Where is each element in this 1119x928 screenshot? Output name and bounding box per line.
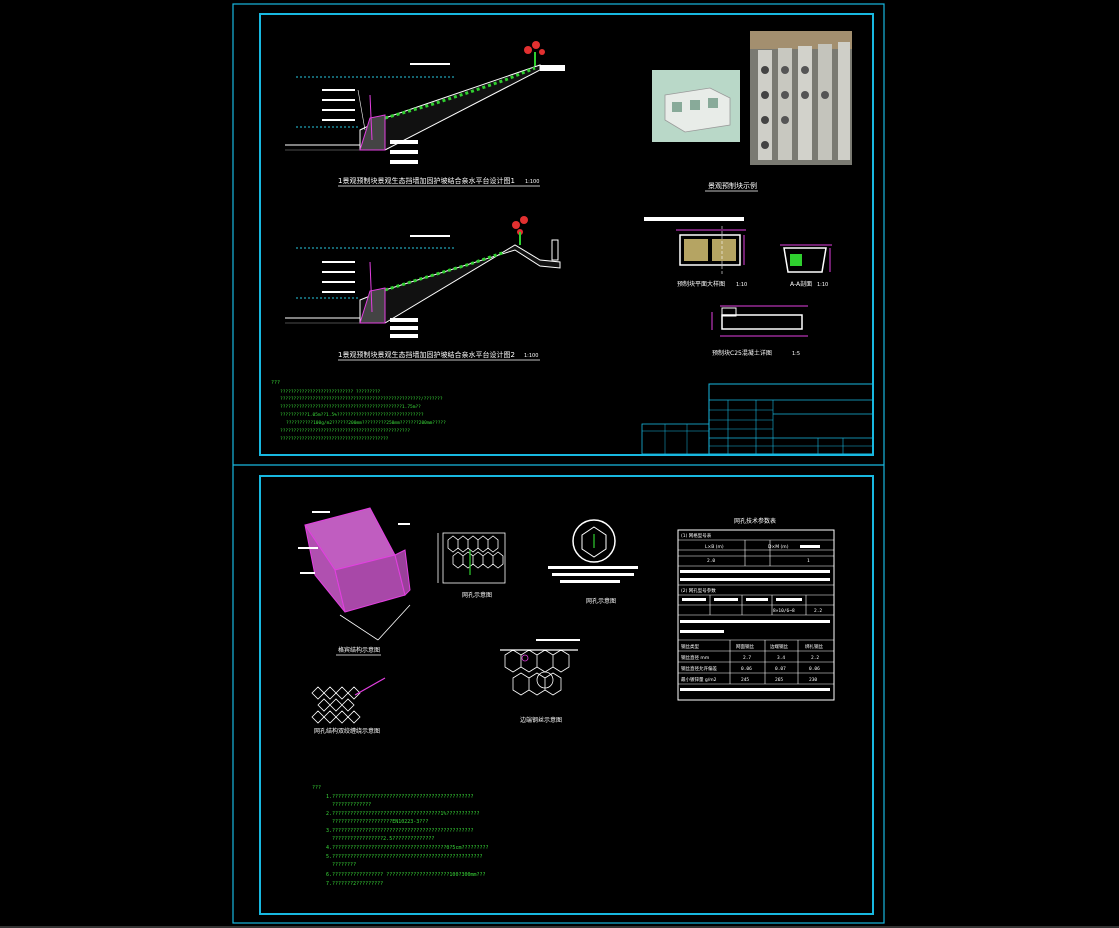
- table3-head: 钢丝类型: [681, 643, 699, 650]
- table-row-val: 8×10/6~8: [773, 608, 795, 614]
- table3-cell: 265: [775, 677, 783, 683]
- precast-block-render: [652, 70, 740, 142]
- sheet2-note: 5.??????????????????????????????????????…: [326, 854, 483, 860]
- block-section-a: [780, 244, 832, 273]
- block-elevation-detail: [711, 305, 808, 337]
- mesh-ring-diagram: [548, 519, 638, 583]
- sheet1-note: ????????????????????????????????????????…: [280, 404, 421, 410]
- table3-cell: 钢丝直径 mm: [681, 654, 709, 661]
- table-col2: D×M (m): [768, 544, 789, 550]
- sheet2-notes-head: ???: [312, 785, 321, 791]
- table3-cell: 0.06: [809, 666, 820, 672]
- outer-frame: [232, 3, 885, 924]
- table3-cell: 230: [809, 677, 817, 683]
- hex-mesh-diagram: [437, 532, 506, 584]
- table3-cell: 245: [741, 677, 749, 683]
- block-plan-detail: [644, 217, 746, 275]
- sheet1-notes: ??????????????????????????? ????????? ??…: [280, 389, 446, 442]
- table-subtitle: (1) 网格型号表: [681, 532, 712, 539]
- sheet1-frame: [259, 13, 874, 456]
- section-2-title: 1景观预制块景观生态挡墙加固护坡结合亲水平台设计图2: [338, 350, 515, 359]
- section-2-scale: 1:100: [524, 353, 538, 359]
- box-caption: 格宾结构示意图: [338, 646, 380, 654]
- table-val: 1: [807, 558, 810, 564]
- double-twist-diagram: [311, 677, 386, 724]
- edge-caption: 边端钢丝示意图: [520, 716, 562, 724]
- sheet2-note: ?????????????????2.5??????????????: [332, 836, 434, 842]
- section-1-scale: 1:100: [525, 179, 539, 185]
- table3: 钢丝类型 网面钢丝 边端钢丝 绑扎钢丝 钢丝直径 mm 2.7 3.4 2.2 …: [681, 643, 823, 683]
- table-subtitle2: (2) 网孔型号参数: [681, 587, 716, 594]
- table3-head: 绑扎钢丝: [805, 643, 823, 650]
- sheet1-note: ????????????????????????????????????????: [280, 436, 389, 442]
- sheet1-note: ??????????100g/m2??????200mm?????????250…: [286, 420, 446, 426]
- ring-caption: 网孔示意图: [586, 597, 616, 605]
- table-row-val2: 2.2: [814, 608, 822, 614]
- sheet2-note: 6.????????????????? ????????????????????…: [326, 872, 486, 878]
- sheet1-note: ????????????????????????????????????????…: [280, 428, 410, 434]
- parameter-table: [677, 529, 835, 701]
- mesh-caption: 网孔示意图: [462, 591, 492, 599]
- sheet1-note: ??????????1.05m??1.5%???????????????????…: [280, 412, 424, 418]
- sheet2-note: 3.??????????????????????????????????????…: [326, 828, 474, 834]
- sheet1-note: ??????????????????????????? ?????????: [280, 389, 381, 395]
- plan-scale: 1:10: [736, 282, 747, 288]
- table3-cell: 0.07: [775, 666, 786, 672]
- plan-caption: 预制块平面大样图: [677, 280, 725, 288]
- table3-cell: 2.2: [811, 655, 819, 661]
- sheet2-note: 7.???????2?????????: [326, 881, 383, 887]
- table3-cell: 2.7: [743, 655, 751, 661]
- precast-block-photo: [750, 31, 852, 165]
- sheet1-note: ????????????????????????????????????????…: [280, 396, 443, 402]
- table3-cell: 0.06: [741, 666, 752, 672]
- table3-head: 网面钢丝: [736, 643, 754, 650]
- sheet2-frame: [259, 475, 874, 915]
- sheet2-note: 4.??????????????????????????????????????…: [326, 845, 489, 851]
- sheet2-note: 2.????????????????????????????????????1%…: [326, 811, 480, 817]
- elevation-caption: 预制块C25混凝土详图: [712, 349, 772, 357]
- table-title: 网孔技术参数表: [734, 517, 776, 525]
- sheet2-note: ?????????????: [332, 802, 371, 808]
- sheet2-note: ????????????????????EN10223-3???: [332, 819, 428, 825]
- section-a-scale: 1:10: [817, 282, 828, 288]
- gabion-box-diagram: [298, 507, 411, 641]
- sheet1-notes-head: ???: [271, 380, 280, 386]
- table3-head: 边端钢丝: [770, 643, 788, 650]
- elevation-scale: 1:5: [792, 351, 800, 357]
- table3-cell: 3.4: [777, 655, 785, 661]
- sheet2-note: ????????: [332, 862, 356, 868]
- title-block: [641, 383, 874, 455]
- twist-caption: 网孔结构双绞缠绕示意图: [314, 727, 380, 735]
- slope-section-2: [285, 216, 561, 338]
- slope-section-1: [285, 41, 565, 164]
- section-a-caption: A-A剖面: [790, 280, 812, 288]
- section-1-title: 1景观预制块景观生态挡墙加固护坡结合亲水平台设计图1: [338, 176, 515, 185]
- sheet2-note: 1.??????????????????????????????????????…: [326, 794, 474, 800]
- photo-caption: 景观预制块示例: [708, 181, 757, 190]
- table3-cell: 钢丝直径允许偏差: [681, 665, 717, 672]
- table-val: 2.0: [707, 558, 715, 564]
- table-col1: L×B (m): [705, 544, 724, 550]
- edge-wire-diagram: [500, 639, 580, 696]
- table3-cell: 最小镀锌量 g/m2: [681, 676, 717, 683]
- sheet2-notes: 1.??????????????????????????????????????…: [326, 794, 489, 887]
